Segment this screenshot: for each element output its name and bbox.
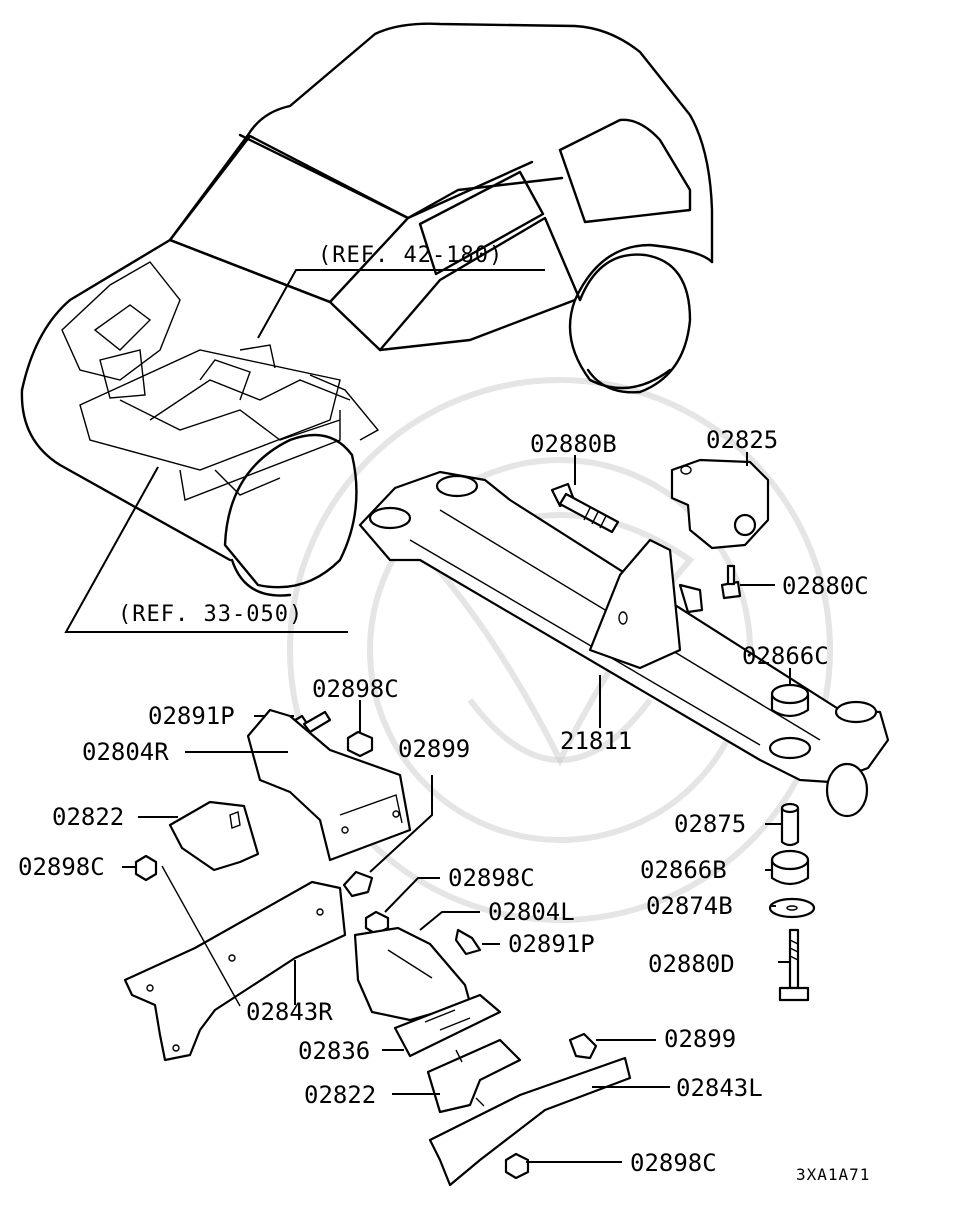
washer-02874B bbox=[768, 897, 816, 919]
bolt-02899-lower bbox=[568, 1032, 598, 1060]
part-label-02898C-center: 02898C bbox=[448, 864, 535, 892]
part-label-02880B: 02880B bbox=[530, 430, 617, 458]
part-label-02866C: 02866C bbox=[742, 642, 829, 670]
shield-02843L bbox=[428, 1056, 632, 1187]
bushing-02866B bbox=[770, 849, 810, 886]
nut-02898C-top bbox=[346, 730, 374, 758]
reference-leaders bbox=[64, 269, 545, 633]
part-label-02899-lower: 02899 bbox=[664, 1025, 736, 1053]
mount-02822-lower bbox=[426, 1038, 522, 1114]
part-label-02804R: 02804R bbox=[82, 738, 169, 766]
part-label-02836: 02836 bbox=[298, 1037, 370, 1065]
engine-mount-02825 bbox=[670, 458, 770, 550]
crossmember-21811 bbox=[358, 470, 890, 818]
nut-02898C-bottom bbox=[504, 1152, 530, 1180]
part-label-02891P-upper: 02891P bbox=[148, 702, 235, 730]
ref-label-42-180: (REF. 42-180) bbox=[318, 243, 503, 268]
part-label-02899-upper: 02899 bbox=[398, 735, 470, 763]
part-label-02898C-bottom: 02898C bbox=[630, 1149, 717, 1177]
bolt-02891P-lower bbox=[454, 928, 482, 956]
mount-02822-upper bbox=[168, 800, 260, 872]
part-label-02891P-lower: 02891P bbox=[508, 930, 595, 958]
ref-label-33-050: (REF. 33-050) bbox=[118, 602, 303, 627]
part-label-02825: 02825 bbox=[706, 426, 778, 454]
bolt-02880C bbox=[720, 564, 742, 600]
shield-02843R bbox=[123, 865, 347, 1062]
part-label-02843R: 02843R bbox=[246, 998, 333, 1026]
part-label-02875: 02875 bbox=[674, 810, 746, 838]
bolt-02880D bbox=[778, 928, 810, 1002]
bracket-02804R bbox=[246, 708, 412, 862]
part-label-02822-lower: 02822 bbox=[304, 1081, 376, 1109]
part-label-02880D: 02880D bbox=[648, 950, 735, 978]
part-label-02843L: 02843L bbox=[676, 1074, 763, 1102]
part-label-02898C-left: 02898C bbox=[18, 853, 105, 881]
bolt-02880B bbox=[550, 482, 620, 534]
nut-02898C-left bbox=[134, 854, 158, 882]
vehicle-illustration bbox=[20, 22, 714, 597]
plate-02836 bbox=[393, 993, 502, 1058]
nut-02898C-center bbox=[364, 910, 390, 936]
part-label-02866B: 02866B bbox=[640, 856, 727, 884]
bushing-02866C bbox=[770, 683, 810, 718]
drawing-code: 3XA1A71 bbox=[796, 1165, 870, 1184]
bolt-02899-upper bbox=[342, 870, 374, 898]
part-label-02804L: 02804L bbox=[488, 898, 575, 926]
part-label-02822-upper: 02822 bbox=[52, 803, 124, 831]
part-label-02874B: 02874B bbox=[646, 892, 733, 920]
part-label-21811: 21811 bbox=[560, 727, 632, 755]
collar-02875 bbox=[780, 802, 800, 847]
part-label-02898C-top: 02898C bbox=[312, 675, 399, 703]
part-label-02880C: 02880C bbox=[782, 572, 869, 600]
